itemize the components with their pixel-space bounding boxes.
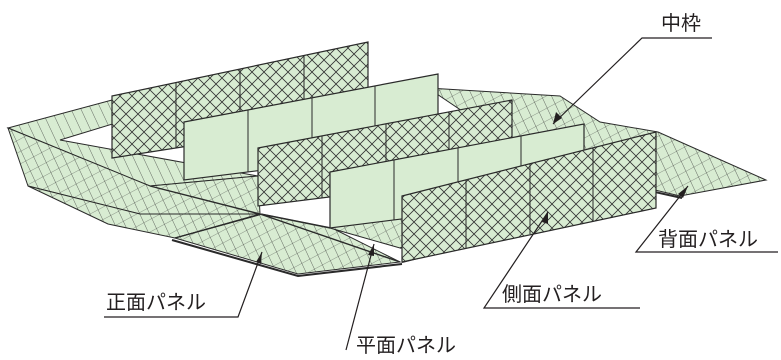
label-front-panel: 正面パネル xyxy=(106,290,206,314)
side-panel-front xyxy=(401,131,657,263)
label-back-panel: 背面パネル xyxy=(658,227,758,251)
label-plane-panel: 平面パネル xyxy=(356,333,456,357)
leader-arrowheads xyxy=(256,112,688,264)
label-side-panel: 側面パネル xyxy=(502,282,602,306)
leader-lines xyxy=(104,37,778,351)
label-center-frame: 中枠 xyxy=(661,11,701,35)
